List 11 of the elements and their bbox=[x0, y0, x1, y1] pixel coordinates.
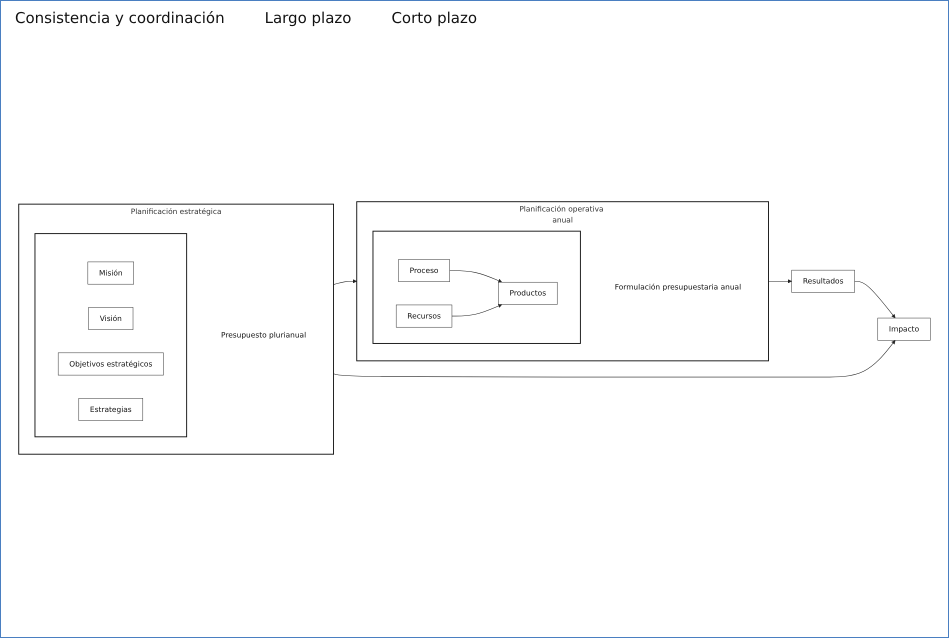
note-label: Consistencia y coordinación bbox=[15, 9, 225, 27]
cluster bbox=[372, 230, 581, 344]
arrow bbox=[333, 340, 896, 378]
arrow bbox=[768, 279, 792, 284]
note-label: Largo plazo bbox=[264, 9, 352, 27]
arrow bbox=[449, 270, 502, 283]
note-label: Corto plazo bbox=[391, 9, 478, 27]
arrow bbox=[854, 281, 896, 318]
arrow bbox=[452, 304, 502, 316]
cluster bbox=[34, 233, 188, 438]
arrow bbox=[333, 279, 357, 285]
